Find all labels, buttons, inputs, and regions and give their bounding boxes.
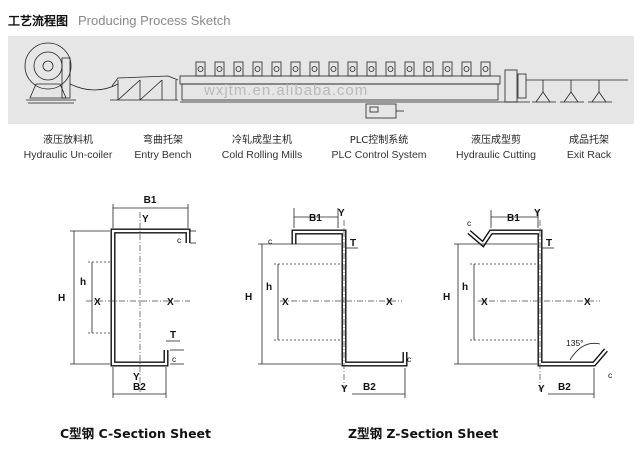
dim-t: T <box>546 238 552 249</box>
station-en: Hydraulic Un-coiler <box>24 149 113 161</box>
dim-h-total: H <box>58 293 65 304</box>
machine-line-drawing: wxjtm.en.alibaba.com <box>24 42 628 119</box>
dim-angle: 135° <box>566 338 584 348</box>
axis-y-label: Y <box>341 384 348 395</box>
station-en: Hydraulic Cutting <box>456 149 536 161</box>
roll-stand <box>233 61 244 77</box>
station-zh: 成品托架 <box>569 133 609 146</box>
roll-stand-roller <box>463 66 470 72</box>
dim-h-total: H <box>443 292 450 303</box>
roll-stand-roller <box>349 66 356 72</box>
dim-b2: B2 <box>133 382 146 393</box>
entry-bench-drawing <box>110 75 179 101</box>
roll-stand-roller <box>368 66 375 72</box>
dim-c: c <box>172 354 177 364</box>
dim-c: c <box>177 235 182 245</box>
roll-stand <box>290 61 301 77</box>
station-zh: 冷轧成型主机 <box>232 133 292 146</box>
station-zh: 液压放料机 <box>43 133 93 146</box>
axis-x-label: X <box>584 297 591 308</box>
c-section-diagram: B1 Y X X H h c T c Y B2 <box>58 195 196 398</box>
roll-stand-roller <box>235 66 242 72</box>
axis-y-label: Y <box>338 208 345 219</box>
roll-stand <box>271 61 282 77</box>
roll-stand <box>423 61 434 77</box>
station-zh: PLC控制系统 <box>350 133 409 146</box>
roll-stand-roller <box>273 66 280 72</box>
roll-stand-roller <box>425 66 432 72</box>
z-section-angled-diagram: B1 Y c X X H h T 135° c Y B2 <box>443 208 613 398</box>
rolling-mill-drawing <box>179 61 501 103</box>
dim-b1: B1 <box>144 195 157 206</box>
roll-stand <box>385 61 396 77</box>
station-en: Entry Bench <box>134 149 191 161</box>
roll-stand-roller <box>330 66 337 72</box>
station-zh: 液压成型剪 <box>471 133 521 146</box>
dim-h-inner: h <box>462 282 468 293</box>
axis-x-label: X <box>481 297 488 308</box>
dim-h-inner: h <box>80 277 86 288</box>
dim-b2: B2 <box>363 382 376 393</box>
dim-h-inner: h <box>266 282 272 293</box>
station-en: Cold Rolling Mills <box>222 149 303 161</box>
roll-stand-roller <box>444 66 451 72</box>
axis-x-label: X <box>167 297 174 308</box>
roll-stand <box>442 61 453 77</box>
axis-x-label: X <box>386 297 393 308</box>
axis-y-label: Y <box>142 214 149 225</box>
roll-stand <box>347 61 358 77</box>
uncoiler-drawing <box>24 42 76 104</box>
cutter-drawing <box>500 69 530 103</box>
roll-stand-roller <box>406 66 413 72</box>
dim-b1: B1 <box>507 213 520 224</box>
roll-stand <box>195 61 206 77</box>
station-zh: 弯曲托架 <box>143 133 183 146</box>
dim-c: c <box>608 370 613 380</box>
axis-x-label: X <box>282 297 289 308</box>
axis-x-label: X <box>94 297 101 308</box>
dim-c: c <box>467 218 472 228</box>
roll-stand-roller <box>216 66 223 72</box>
roll-stand <box>328 61 339 77</box>
c-profile <box>110 228 191 367</box>
roll-stand <box>480 61 491 77</box>
roll-stand <box>214 61 225 77</box>
dim-h-total: H <box>245 292 252 303</box>
roll-stand-roller <box>292 66 299 72</box>
roll-stand-roller <box>387 66 394 72</box>
title-zh: 工艺流程图 <box>8 13 68 28</box>
title-en: Producing Process Sketch <box>78 13 230 28</box>
roll-stand <box>404 61 415 77</box>
roll-stand-roller <box>311 66 318 72</box>
roll-stand-roller <box>254 66 261 72</box>
roll-stand <box>461 61 472 77</box>
roll-stand-roller <box>197 66 204 72</box>
dim-t: T <box>170 330 176 341</box>
roll-stand <box>309 61 320 77</box>
caption-z-section: Z型钢 Z-Section Sheet <box>348 426 498 441</box>
axis-y-label: Y <box>538 384 545 395</box>
dim-t: T <box>350 238 356 249</box>
axis-y-label: Y <box>534 208 541 219</box>
plc-box-drawing <box>365 103 404 119</box>
dim-c: c <box>407 354 412 364</box>
station-labels: 液压放料机 Hydraulic Un-coiler 弯曲托架 Entry Ben… <box>24 133 612 161</box>
dim-b2: B2 <box>558 382 571 393</box>
z-section-square-diagram: B1 Y X X H h c T c Y B2 <box>245 208 412 398</box>
roll-stand <box>366 61 377 77</box>
station-en: PLC Control System <box>331 149 426 161</box>
roll-stand <box>252 61 263 77</box>
dim-c: c <box>268 236 273 246</box>
watermark: wxjtm.en.alibaba.com <box>203 82 368 99</box>
axis-y-label: Y <box>133 372 140 383</box>
exit-rack-drawing <box>526 79 628 103</box>
station-en: Exit Rack <box>567 149 612 161</box>
caption-c-section: C型钢 C-Section Sheet <box>60 426 211 441</box>
dim-b1: B1 <box>309 213 322 224</box>
roll-stand-roller <box>482 66 489 72</box>
